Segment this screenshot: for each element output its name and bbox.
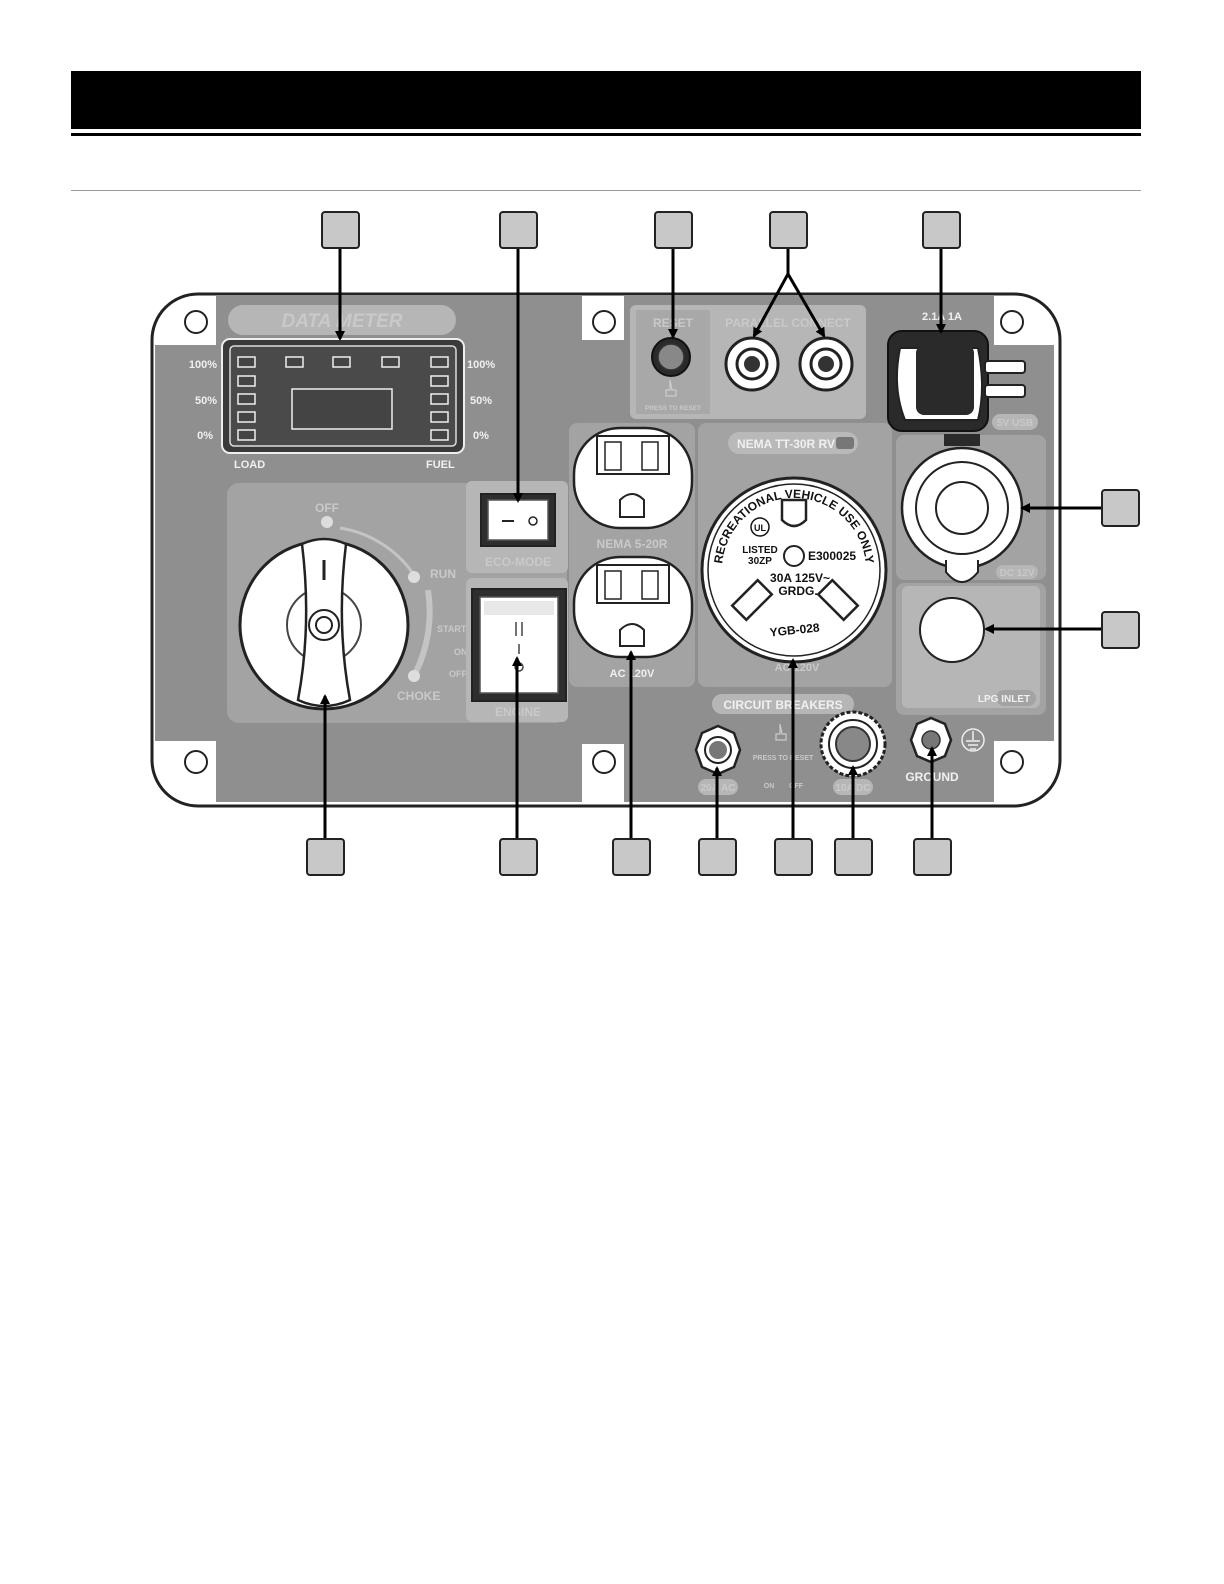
rv-outlet-title: NEMA TT-30R RV: [737, 437, 835, 451]
reset-press-label: PRESS TO RESET: [645, 405, 701, 412]
callout-box-dc12v: [1101, 489, 1140, 527]
callout-leaders: [320, 248, 1102, 839]
knob-off-dot: [321, 516, 333, 528]
load-level-0: 0%: [197, 430, 213, 442]
rv-model: YGB-028: [769, 620, 821, 639]
callout-box-eco-mode: [499, 211, 538, 249]
meter-led-indicators: [237, 356, 449, 441]
callout-box-engine-knob: [306, 838, 345, 876]
fuel-level-0: 0%: [473, 430, 489, 442]
callout-box-rv-outlet: [774, 838, 813, 876]
data-meter-title: DATA METER: [281, 311, 402, 332]
nema-520r-outlet-bottom[interactable]: [572, 555, 694, 659]
fuel-level-50: 50%: [470, 395, 492, 407]
callout-box-usb: [922, 211, 961, 249]
callout-box-breaker-10a: [834, 838, 873, 876]
knob-off-small-label: OFF: [449, 669, 467, 679]
dc12v-label-plate: [996, 565, 1038, 579]
nema-tt30r-rv-outlet[interactable]: [700, 476, 888, 664]
section-header-bar: [71, 71, 1141, 129]
data-meter-title-plate: [228, 305, 456, 335]
rv-rating: 30A 125V~: [770, 571, 830, 585]
knob-run-label: RUN: [430, 567, 456, 581]
knob-run-dot: [408, 571, 420, 583]
knob-off-label: OFF: [315, 501, 339, 515]
rv-listed: LISTED: [742, 545, 778, 556]
lpg-inlet-label: LPG INLET: [978, 694, 1030, 705]
usb-label: 5V USB: [997, 418, 1033, 429]
reset-button[interactable]: [651, 337, 691, 377]
knob-choke-label: CHOKE: [397, 689, 440, 703]
rv-truck-icon: [836, 437, 854, 449]
breaker-on-label: ON: [764, 783, 775, 790]
fuel-label: FUEL: [426, 459, 455, 471]
dc12v-socket[interactable]: [900, 434, 1024, 583]
load-level-50: 50%: [195, 395, 217, 407]
parallel-terminal-left[interactable]: [724, 336, 780, 392]
engine-rocker-switch[interactable]: [471, 588, 567, 702]
parallel-terminal-right[interactable]: [798, 336, 854, 392]
ul-mark: UL: [754, 523, 766, 533]
lpg-label-plate: [996, 690, 1036, 706]
callout-box-reset: [654, 211, 693, 249]
callout-box-lpg: [1101, 611, 1140, 649]
nema-520r-outlet-top[interactable]: [572, 426, 694, 530]
mounting-holes: [184, 310, 1024, 774]
callout-box-data-meter: [321, 211, 360, 249]
ground-symbol-icon: [961, 728, 985, 752]
ground-terminal[interactable]: [909, 716, 953, 764]
usb-port-cover[interactable]: [887, 330, 1026, 432]
knob-start-label: START: [437, 624, 467, 634]
ul-logo: [750, 517, 770, 537]
eco-mode-switch[interactable]: [480, 493, 556, 547]
load-level-100: 100%: [189, 359, 217, 371]
callout-box-parallel: [769, 211, 808, 249]
rv-voltage: AC 120V: [775, 662, 820, 674]
circuit-breakers-title-plate: [712, 694, 854, 714]
rv-grdg: GRDG.: [778, 584, 817, 598]
callout-box-breaker-20a: [698, 838, 737, 876]
callout-box-engine-switch: [499, 838, 538, 876]
press-hand-icon: [665, 379, 677, 397]
parallel-connect-label: PARALLEL CONNECT: [725, 316, 851, 330]
rv-listed-code: 30ZP: [748, 556, 772, 567]
breaker-10a-dc[interactable]: [819, 710, 887, 778]
nema-520r-label: NEMA 5-20R: [597, 537, 668, 551]
rv-title-plate: [728, 432, 858, 454]
load-label: LOAD: [234, 459, 265, 471]
lpg-inlet-cap[interactable]: [919, 597, 985, 663]
usb-label-plate: [992, 414, 1038, 430]
callout-box-ground: [913, 838, 952, 876]
breaker-20a-ac[interactable]: [694, 724, 742, 776]
knob-arc-run-choke: [413, 589, 433, 674]
eco-mode-label: ECO-MODE: [485, 555, 551, 569]
callout-box-nema-520r: [612, 838, 651, 876]
breaker-press-label: PRESS TO RESET: [753, 755, 814, 762]
knob-arc-off-run: [339, 526, 418, 579]
knob-choke-dot: [408, 670, 420, 682]
subsection-rule: [71, 190, 1141, 191]
fuel-level-100: 100%: [467, 359, 495, 371]
header-rule: [71, 133, 1141, 136]
knob-on-label: ON: [454, 647, 468, 657]
breaker-off-label: OFF: [789, 783, 804, 790]
dc12v-label: DC 12V: [999, 568, 1034, 579]
callout-boxes: [306, 211, 1140, 876]
engine-switch-knob[interactable]: [238, 537, 410, 711]
rv-file-no: E300025: [808, 549, 856, 563]
panel-left-strip: [155, 345, 219, 741]
circuit-breakers-title: CIRCUIT BREAKERS: [723, 698, 842, 712]
breaker-press-hand-icon: [775, 723, 787, 741]
